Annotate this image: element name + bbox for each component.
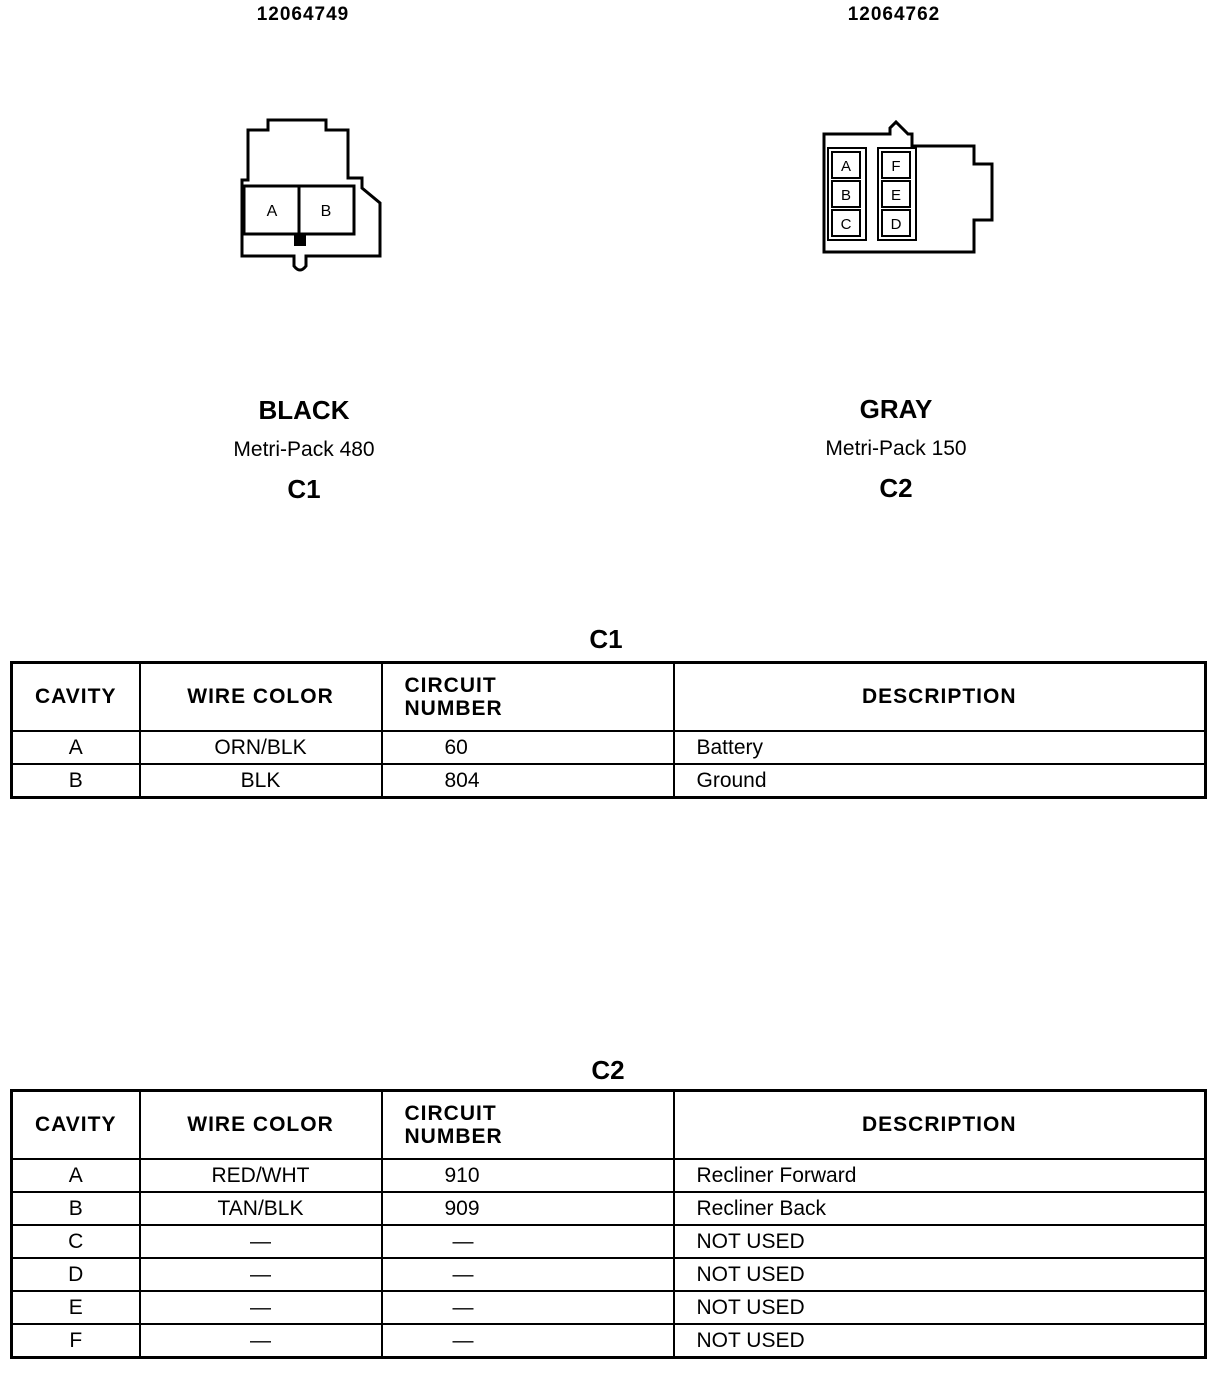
- table-header-row: CAVITY WIRE COLOR CIRCUIT NUMBER DESCRIP…: [10, 1089, 1207, 1160]
- c1-color: BLACK: [258, 395, 350, 425]
- header-cavity: CAVITY: [10, 1089, 141, 1160]
- description-cell: NOT USED: [672, 1323, 1207, 1359]
- description-cell: Recliner Back: [672, 1191, 1207, 1226]
- header-wire-color: WIRE COLOR: [138, 661, 383, 732]
- wire-color-cell: —: [138, 1290, 383, 1325]
- c1-caption: BLACK Metri-Pack 480 C1: [154, 395, 454, 505]
- description-cell: NOT USED: [672, 1257, 1207, 1292]
- c2-type: Metri-Pack 150: [825, 437, 967, 460]
- c1-id: C1: [287, 474, 321, 504]
- c2-id: C2: [879, 473, 913, 503]
- wire-color-cell: TAN/BLK: [138, 1191, 383, 1226]
- cavity-cell: B: [10, 763, 141, 799]
- description-cell: Battery: [672, 730, 1207, 765]
- table-header-row: CAVITY WIRE COLOR CIRCUIT NUMBER DESCRIP…: [10, 661, 1207, 732]
- circuit-number-cell: 804: [380, 763, 675, 799]
- description-cell: NOT USED: [672, 1224, 1207, 1259]
- wire-color-cell: BLK: [138, 763, 383, 799]
- c2-cavity-d-label: D: [891, 216, 902, 233]
- c2-caption: GRAY Metri-Pack 150 C2: [746, 394, 1046, 504]
- cavity-cell: A: [10, 1158, 141, 1193]
- header-wire-color: WIRE COLOR: [138, 1089, 383, 1160]
- circuit-number-cell: —: [380, 1224, 675, 1259]
- c2-cavity-a-label: A: [841, 158, 851, 175]
- header-description: DESCRIPTION: [672, 1089, 1207, 1160]
- table-row: C — — NOT USED: [10, 1224, 1207, 1259]
- circuit-number-cell: —: [380, 1290, 675, 1325]
- table-row: A RED/WHT 910 Recliner Forward: [10, 1158, 1207, 1193]
- c2-cavity-b-label: B: [841, 187, 851, 204]
- c2-table-title: C2: [591, 1055, 625, 1085]
- circuit-number-cell: —: [380, 1323, 675, 1359]
- c2-cavity-e-label: E: [891, 187, 901, 204]
- description-cell: NOT USED: [672, 1290, 1207, 1325]
- c2-cavity-f-label: F: [891, 158, 900, 175]
- circuit-number-cell: —: [380, 1257, 675, 1292]
- table-row: A ORN/BLK 60 Battery: [10, 730, 1207, 765]
- c1-connector-drawing: A B: [240, 118, 382, 272]
- c1-type: Metri-Pack 480: [233, 438, 375, 461]
- wire-color-cell: —: [138, 1257, 383, 1292]
- c1-cavity-b-label: B: [321, 203, 332, 220]
- c1-cavity-a-label: A: [267, 203, 278, 220]
- circuit-number-cell: 60: [380, 730, 675, 765]
- wire-color-cell: —: [138, 1224, 383, 1259]
- c2-part-number: 12064762: [847, 4, 941, 25]
- c1-table-title: C1: [589, 624, 623, 654]
- description-cell: Recliner Forward: [672, 1158, 1207, 1193]
- table-row: D — — NOT USED: [10, 1257, 1207, 1292]
- wire-color-cell: ORN/BLK: [138, 730, 383, 765]
- description-cell: Ground: [672, 763, 1207, 799]
- c2-pinout-table: CAVITY WIRE COLOR CIRCUIT NUMBER DESCRIP…: [10, 1089, 1207, 1359]
- c2-color: GRAY: [859, 394, 933, 424]
- table-row: F — — NOT USED: [10, 1323, 1207, 1359]
- table-row: B BLK 804 Ground: [10, 763, 1207, 799]
- table-row: E — — NOT USED: [10, 1290, 1207, 1325]
- circuit-number-cell: 909: [380, 1191, 675, 1226]
- cavity-cell: D: [10, 1257, 141, 1292]
- header-circuit-number: CIRCUIT NUMBER: [380, 1089, 675, 1160]
- table-row: B TAN/BLK 909 Recliner Back: [10, 1191, 1207, 1226]
- header-cavity: CAVITY: [10, 661, 141, 732]
- c1-pinout-table: CAVITY WIRE COLOR CIRCUIT NUMBER DESCRIP…: [10, 661, 1207, 799]
- circuit-number-cell: 910: [380, 1158, 675, 1193]
- header-description: DESCRIPTION: [672, 661, 1207, 732]
- wire-color-cell: —: [138, 1323, 383, 1359]
- cavity-cell: A: [10, 730, 141, 765]
- cavity-cell: C: [10, 1224, 141, 1259]
- c2-cavity-c-label: C: [841, 216, 852, 233]
- cavity-cell: F: [10, 1323, 141, 1359]
- c2-connector-drawing: A B C F E D: [822, 119, 994, 254]
- c1-part-number: 12064749: [256, 4, 350, 25]
- header-circuit-number: CIRCUIT NUMBER: [380, 661, 675, 732]
- cavity-cell: B: [10, 1191, 141, 1226]
- wire-color-cell: RED/WHT: [138, 1158, 383, 1193]
- cavity-cell: E: [10, 1290, 141, 1325]
